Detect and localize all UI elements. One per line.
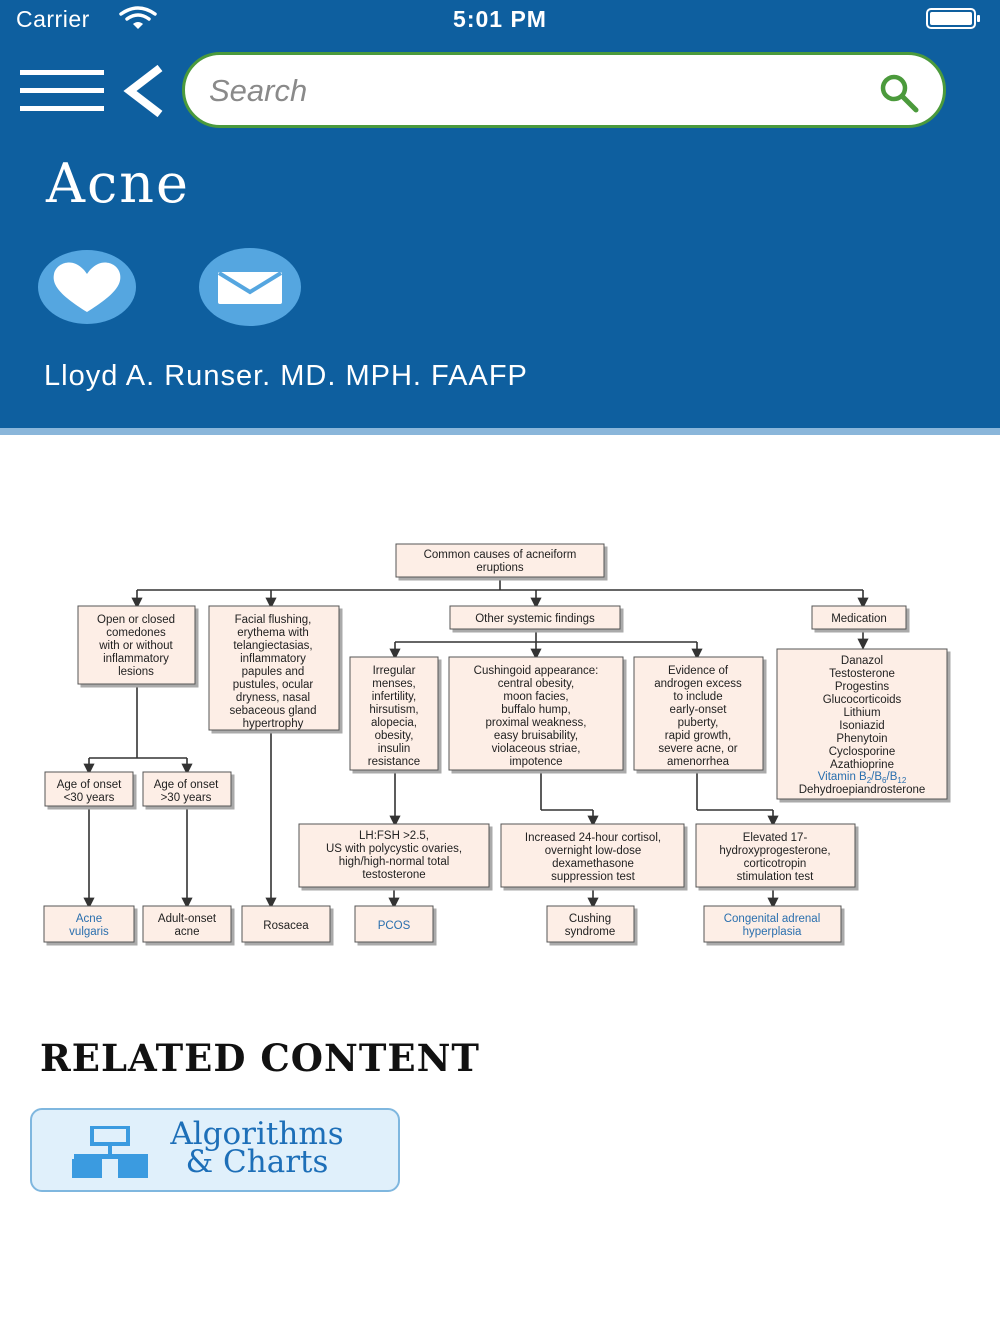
- node-medication: [811, 605, 907, 630]
- node-adult-acne: [142, 905, 232, 943]
- header-divider: [0, 428, 1000, 435]
- page-title: Acne: [46, 152, 190, 215]
- age-under-text: Age of onset<30 years: [57, 779, 122, 804]
- node-pcos: [354, 905, 434, 943]
- node-age-over: [142, 771, 232, 807]
- node-irregular: [349, 656, 439, 771]
- node-systemic: [449, 605, 621, 630]
- node-cushing: [546, 905, 635, 943]
- node-acne-vulgaris: [43, 905, 135, 943]
- node-lhfsh: [298, 823, 490, 888]
- node-hydroxy: [695, 823, 856, 888]
- medication-text: Medication: [831, 613, 887, 625]
- cortisol-text: Increased 24-hour cortisol,overnight low…: [525, 832, 661, 883]
- node-flushing: [208, 605, 340, 731]
- wifi-icon: [119, 6, 157, 29]
- search-input[interactable]: [207, 65, 851, 117]
- node-root: [395, 543, 605, 578]
- node-cah: [703, 905, 842, 943]
- node-cortisol: [500, 823, 685, 888]
- battery-icon: [926, 8, 980, 29]
- cushingoid-text: Cushingoid appearance:central obesity,mo…: [474, 665, 599, 768]
- node-drugs: [776, 648, 948, 800]
- hamburger-menu-icon[interactable]: [20, 70, 104, 112]
- node-cushingoid: [448, 656, 624, 771]
- algorithms-charts-button[interactable]: Algorithms & Charts: [30, 1108, 400, 1192]
- magnifier-icon[interactable]: [879, 73, 919, 113]
- envelope-icon: [217, 271, 283, 304]
- favorite-button[interactable]: [38, 250, 136, 324]
- rosacea-text: Rosacea: [263, 920, 309, 932]
- pcos-text: PCOS: [378, 920, 411, 932]
- heart-icon: [53, 262, 121, 312]
- age-over-text: Age of onset>30 years: [154, 779, 219, 804]
- node-androgen: [633, 656, 764, 771]
- lhfsh-text: LH:FSH >2.5,US with polycystic ovaries,h…: [326, 830, 462, 881]
- vitamin-text: Vitamin B2/B6/B12: [818, 771, 907, 785]
- search-bar: [182, 52, 946, 128]
- node-comedones: [77, 605, 196, 685]
- chevron-left-icon[interactable]: [122, 64, 168, 118]
- author-name: Lloyd A. Runser. MD. MPH. FAAFP: [44, 360, 528, 392]
- related-content-heading: RELATED CONTENT: [40, 1036, 480, 1080]
- node-age-under: [44, 771, 134, 807]
- algorithms-charts-label: Algorithms & Charts: [170, 1116, 344, 1180]
- flowchart-icon: [72, 1126, 148, 1178]
- systemic-text: Other systemic findings: [475, 613, 595, 625]
- node-rosacea: [241, 905, 331, 943]
- clock: 5:01 PM: [453, 6, 547, 32]
- dhea-text: Dehydroepiandrosterone: [799, 784, 926, 796]
- carrier-label: Carrier: [16, 6, 90, 32]
- hydroxy-text: Elevated 17-hydroxyprogesterone,corticot…: [719, 832, 830, 883]
- email-button[interactable]: [199, 248, 301, 326]
- status-bar: Carrier 5:01 PM: [0, 0, 1000, 40]
